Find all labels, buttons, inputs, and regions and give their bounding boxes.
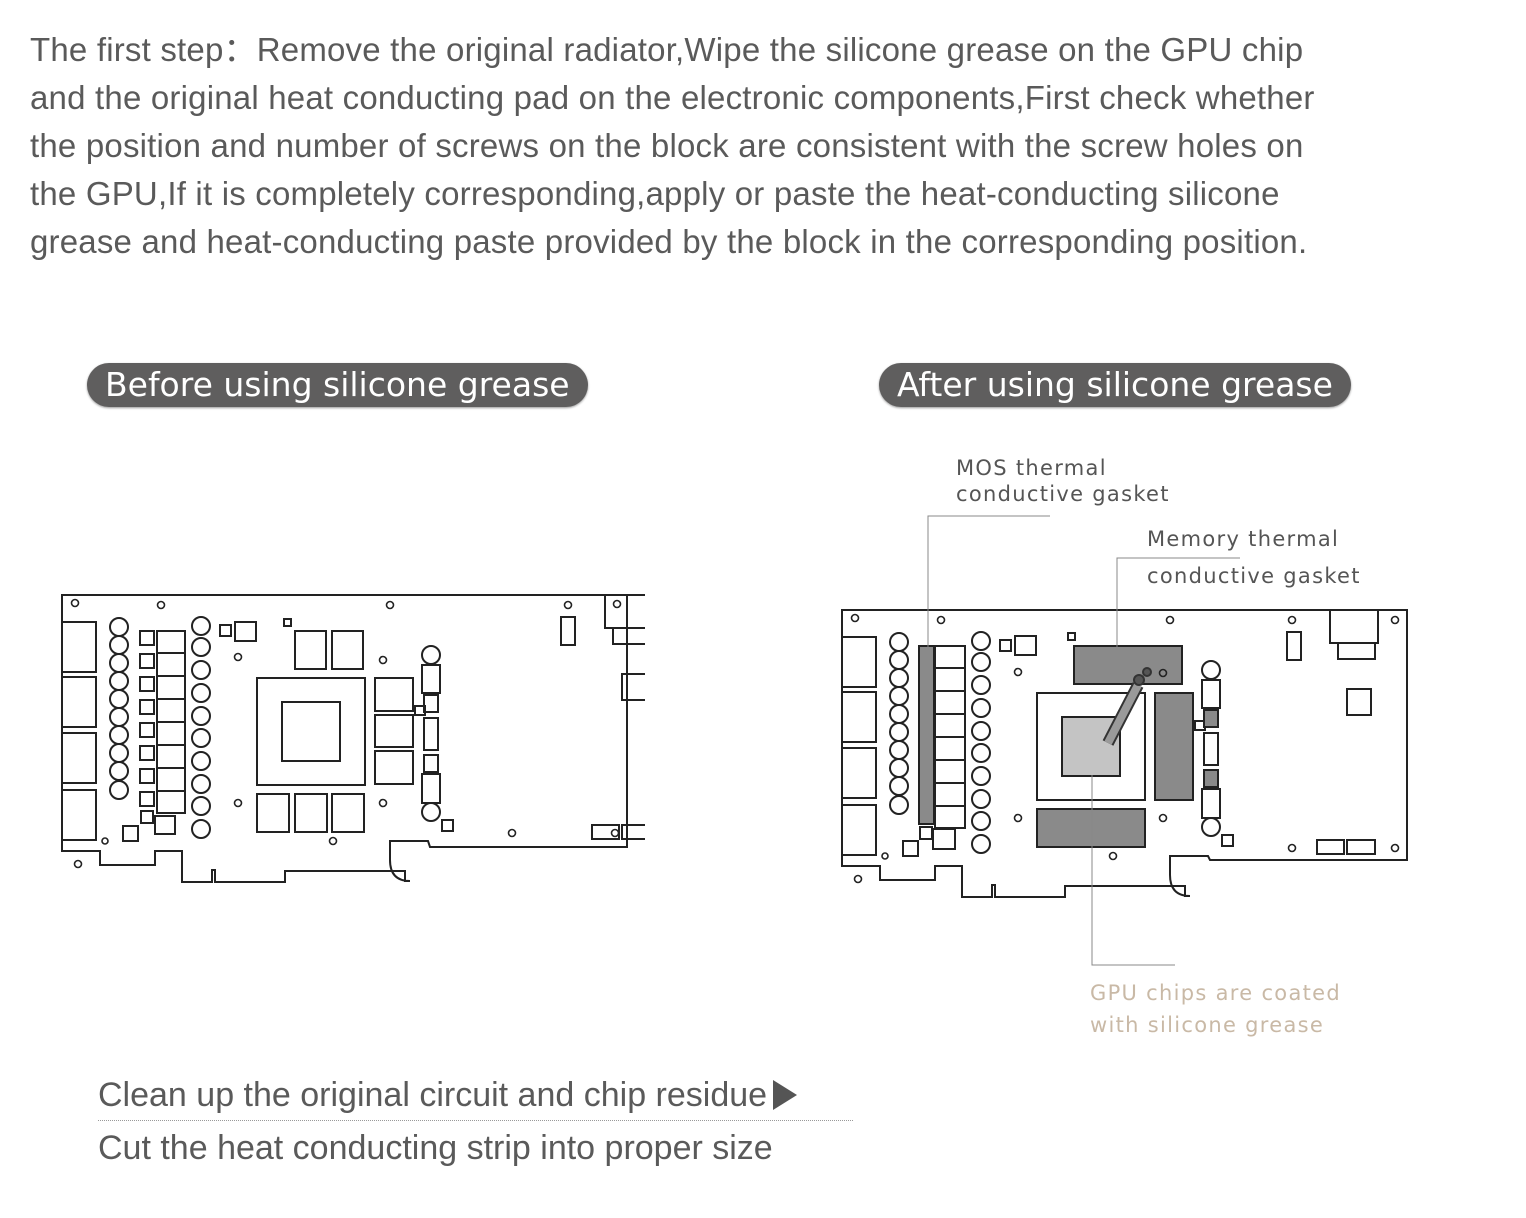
memory-thermal-pad-top xyxy=(1073,645,1183,685)
board-outline xyxy=(61,594,628,883)
memory-leader-line xyxy=(1116,557,1240,650)
intro-line: the position and number of screws on the… xyxy=(30,127,1304,164)
annotation-line: with silicone grease xyxy=(1090,1013,1325,1037)
gpu-leader-line xyxy=(1091,775,1175,966)
intro-line: grease and heat-conducting paste provide… xyxy=(30,223,1308,260)
memory-thermal-pad-bottom xyxy=(1036,808,1146,848)
annotation-line: conductive gasket xyxy=(956,482,1170,506)
steps-list: Clean up the original circuit and chip r… xyxy=(98,1070,853,1173)
grease-syringe-icon xyxy=(1102,667,1152,746)
step-text: Clean up the original circuit and chip r… xyxy=(98,1076,768,1114)
gpu-board-before-diagram xyxy=(61,594,645,883)
step-item: Clean up the original circuit and chip r… xyxy=(98,1070,853,1121)
after-label-pill: After using silicone grease xyxy=(879,363,1351,407)
board-outline xyxy=(841,609,1408,898)
gpu-board-after-diagram xyxy=(841,609,1408,898)
capacitor-column-left xyxy=(109,617,129,800)
annotation-line: MOS thermal xyxy=(956,456,1107,480)
intro-paragraph: The first step：Remove the original radia… xyxy=(30,26,1510,266)
mos-gasket-annotation: MOS thermal conductive gasket xyxy=(956,455,1170,507)
step-text: Cut the heat conducting strip into prope… xyxy=(98,1129,773,1167)
gpu-die xyxy=(281,701,341,762)
capacitor-column-right xyxy=(971,631,991,854)
gpu-grease-annotation: GPU chips are coated with silicone greas… xyxy=(1090,977,1341,1041)
memory-gasket-annotation-line1: Memory thermal xyxy=(1147,527,1340,551)
capacitor-column-right xyxy=(191,616,211,839)
memory-gasket-annotation-line2: conductive gasket xyxy=(1147,564,1361,588)
gpu-die-greased xyxy=(1061,716,1121,777)
mos-leader-line xyxy=(927,515,1050,650)
step-item: Cut the heat conducting strip into prope… xyxy=(98,1123,853,1173)
intro-line: the GPU,If it is completely correspondin… xyxy=(30,175,1280,212)
screw-holes xyxy=(70,598,622,869)
intro-line: and the original heat conducting pad on … xyxy=(30,79,1315,116)
annotation-line: GPU chips are coated xyxy=(1090,981,1342,1005)
capacitor-column-left xyxy=(889,632,909,815)
screw-holes xyxy=(850,613,1400,884)
gpu-chip-frame xyxy=(256,677,366,786)
memory-thermal-pad-right xyxy=(1154,692,1194,801)
play-triangle-icon xyxy=(773,1080,798,1110)
gpu-chip-frame xyxy=(1036,692,1146,801)
before-label-pill: Before using silicone grease xyxy=(87,363,588,407)
intro-line: The first step：Remove the original radia… xyxy=(30,31,1304,68)
